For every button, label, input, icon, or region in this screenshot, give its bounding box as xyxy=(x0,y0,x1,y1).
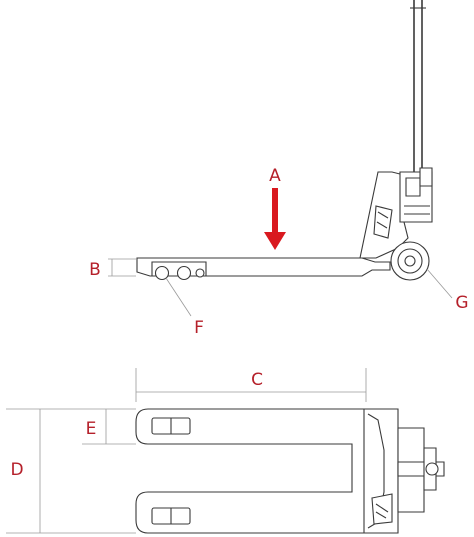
side-view xyxy=(108,0,453,317)
dimension-d-line xyxy=(6,408,136,534)
dimension-c-line xyxy=(135,368,367,402)
dimension-e-line xyxy=(82,409,136,445)
leader-g xyxy=(426,268,453,299)
label-e: E xyxy=(86,419,97,439)
handle-tiller xyxy=(413,0,423,178)
label-g: G xyxy=(455,293,468,313)
brand-decal-top xyxy=(371,493,393,525)
brand-decal-side xyxy=(373,205,393,239)
load-arrow xyxy=(264,188,286,250)
load-roller xyxy=(154,265,170,281)
label-b: B xyxy=(89,260,101,280)
fork-top xyxy=(135,408,367,534)
dimension-b-line xyxy=(108,258,136,277)
label-a: A xyxy=(269,166,281,186)
label-f: F xyxy=(194,318,204,338)
top-view xyxy=(6,368,445,534)
label-c: C xyxy=(251,370,263,390)
label-d: D xyxy=(10,460,23,480)
leader-f xyxy=(165,277,192,317)
